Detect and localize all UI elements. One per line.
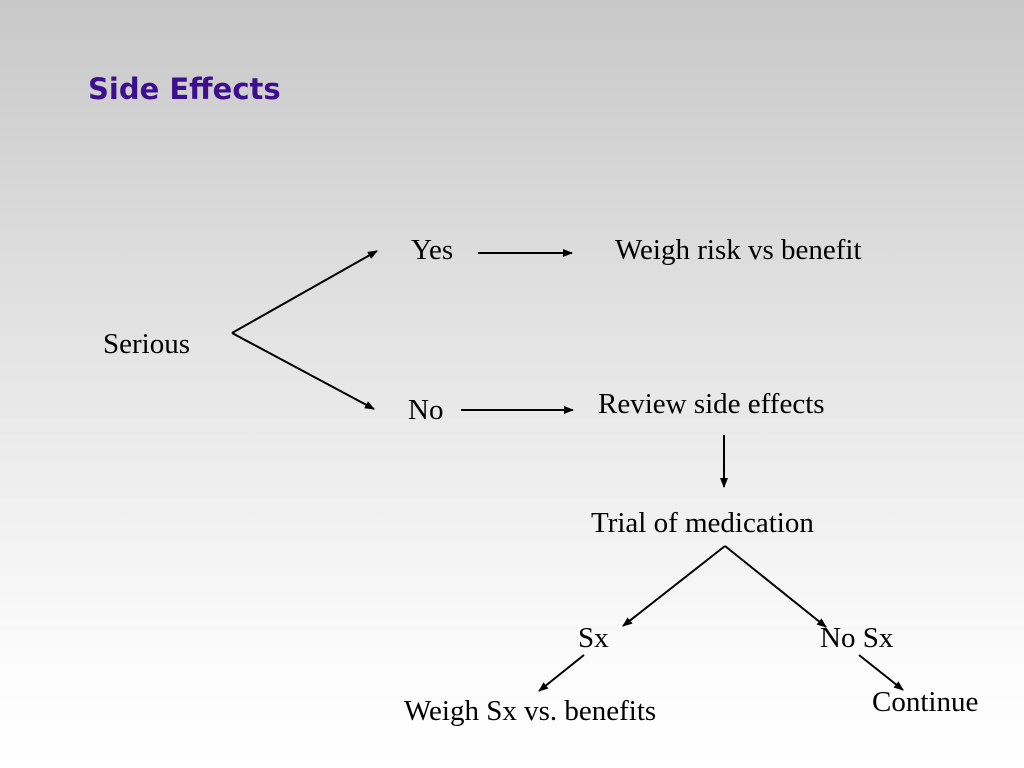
edge-serious-to-yes — [231, 250, 378, 334]
node-weigh-sx-vs-benefits: Weigh Sx vs. benefits — [404, 695, 657, 727]
node-yes: Yes — [411, 234, 454, 266]
edge-trial-to-no-sx — [724, 545, 827, 628]
edge-no-sx-to-continue — [858, 654, 904, 691]
node-sx: Sx — [578, 622, 609, 654]
node-trial-of-medication: Trial of medication — [591, 507, 814, 539]
node-serious: Serious — [103, 328, 190, 360]
edge-trial-to-sx — [622, 545, 726, 627]
slide-title: Side Effects — [88, 72, 281, 106]
edge-serious-to-no — [231, 332, 375, 410]
node-continue: Continue — [872, 686, 979, 718]
node-no: No — [408, 394, 444, 426]
node-weigh-risk-vs-benefit: Weigh risk vs benefit — [615, 234, 862, 266]
edge-sx-to-weigh-sx — [538, 654, 585, 692]
node-no-sx: No Sx — [820, 622, 894, 654]
node-review-side-effects: Review side effects — [598, 388, 825, 420]
